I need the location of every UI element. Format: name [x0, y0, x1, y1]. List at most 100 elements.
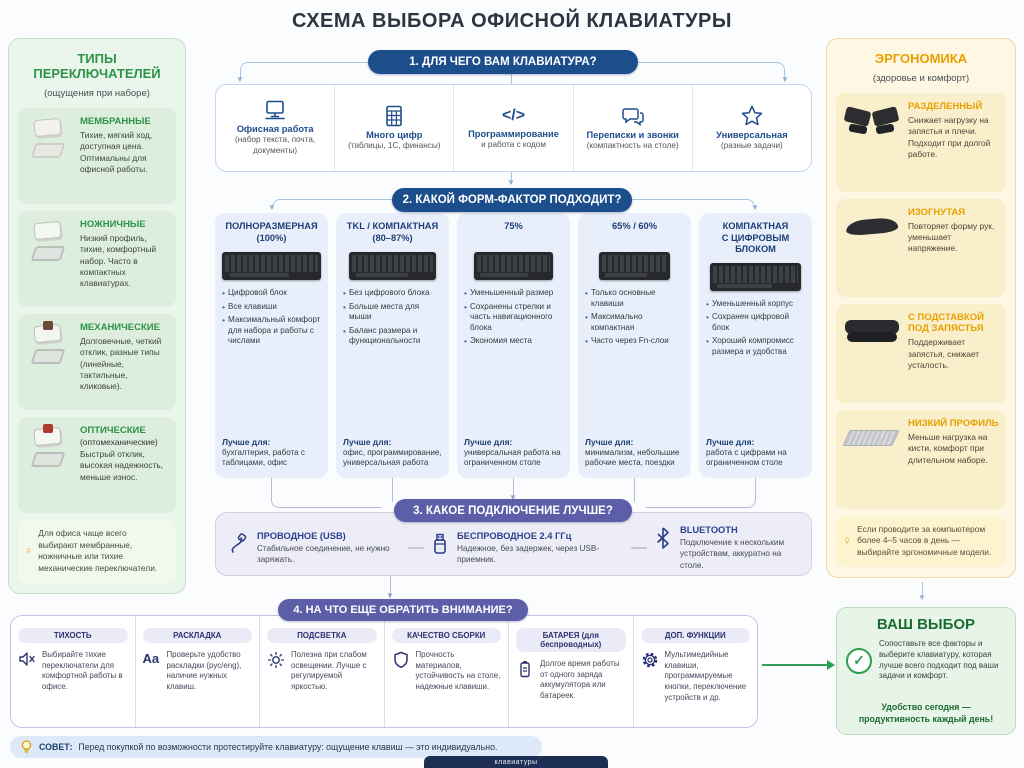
better-for-label: Лучше для: [464, 436, 513, 447]
card-bullet: Максимальный комфорт для набора и работы… [222, 315, 321, 347]
wrist-rest-keyboard-icon [843, 312, 901, 352]
ergo-name: ИЗОГНУТАЯ [908, 206, 966, 218]
card-title: КОМПАКТНАЯ С ЦИФРОВЫМ БЛОКОМ [706, 221, 805, 256]
switch-sub: (оптомеханические) [80, 436, 158, 447]
card-bullet: Сохранен цифровой блок [706, 312, 805, 333]
card-bullet: Больше места для мыши [343, 302, 442, 323]
divider [631, 547, 647, 549]
curved-keyboard-icon [843, 207, 901, 247]
arrow-down-icon: ▼ [918, 593, 926, 602]
ergo-desc: Поддерживает запястья, снижает усталость… [908, 337, 980, 371]
connection-name: БЕСПРОВОДНОЕ 2.4 ГГц [457, 530, 572, 541]
card-title-sub: (100%) [256, 232, 287, 243]
step1-option-programming: </> Программирование и работа с кодом [454, 85, 574, 171]
factor-backlight: ПОДСВЕТКА Полезна при слабом освещении. … [260, 616, 385, 727]
switch-panel-subtitle: (ощущения при наборе) [44, 88, 150, 99]
arrow-down-icon: ▼ [507, 178, 515, 187]
lightbulb-icon [26, 548, 31, 554]
ergo-name: НИЗКИЙ ПРОФИЛЬ [908, 418, 999, 430]
shield-icon [393, 651, 408, 669]
split-keyboard-icon [843, 101, 901, 141]
arrow-right-to-result [762, 660, 835, 670]
card-title-main: ПОЛНОРАЗМЕРНАЯ [225, 221, 318, 231]
optical-switch-icon [25, 423, 73, 473]
factor-desc: Долгое время работы от одного заряда акк… [540, 659, 620, 701]
connection-desc: Надежное, без задержек, через USB-приемн… [457, 543, 600, 564]
card-bullet: Хороший компромисс размера и удобства [706, 336, 805, 357]
formfactor-card-65-60: 65% / 60% Только основные клавиши Максим… [578, 213, 691, 478]
spreadsheet-icon [386, 105, 403, 126]
connection-name: ПРОВОДНОЕ (USB) [257, 530, 346, 541]
better-for-label: Лучше для: [222, 436, 271, 447]
factor-desc: Мультимедийные клавиши, программируемые … [664, 650, 747, 702]
option-sub: (разные задачи) [721, 140, 783, 150]
cable-icon [231, 533, 247, 553]
card-bullet: Уменьшенный корпус [706, 299, 805, 310]
switch-card-mechanical: МЕХАНИЧЕСКИЕ Долговечные, четкий отклик,… [18, 313, 176, 410]
card-bullet: Максимально компактная [585, 312, 684, 333]
factor-name: РАСКЛАДКА [142, 628, 252, 643]
ergonomics-tip: Если проводите за компьютером более 4–5 … [836, 515, 1006, 567]
switch-name: МЕМБРАННЫЕ [80, 116, 151, 127]
ergo-desc: Меньше нагрузка на кисти, комфорт при дл… [908, 432, 988, 465]
connector [634, 478, 635, 502]
option-sub: (набор текста, почта, документы) [235, 135, 316, 155]
factor-build-quality: КАЧЕСТВО СБОРКИ Прочность материалов, ус… [385, 616, 509, 727]
card-bullet: Экономия места [464, 336, 563, 347]
advice-label: СОВЕТ: [39, 742, 73, 752]
your-choice-desc: Сопоставьте все факторы и выберите клави… [879, 639, 999, 681]
formfactor-card-tkl: TKL / КОМПАКТНАЯ (80–87%) Без цифрового … [336, 213, 449, 478]
connection-bluetooth: BLUETOOTH Подключение к нескольким устро… [653, 525, 797, 570]
card-bullet: Все клавиши [222, 302, 321, 313]
connection-name: BLUETOOTH [680, 525, 738, 536]
step3-header: 3. КАКОЕ ПОДКЛЮЧЕНИЕ ЛУЧШЕ? [394, 499, 632, 522]
factor-name: ТИХОСТЬ [18, 628, 128, 643]
factor-quietness: ТИХОСТЬ Выбирайте тихие переключатели дл… [11, 616, 136, 727]
switch-card-optical: ОПТИЧЕСКИЕ (оптомеханические) Быстрый от… [18, 416, 176, 513]
option-label: Много цифр [366, 129, 423, 140]
membrane-switch-icon [25, 116, 73, 164]
factor-name: ПОДСВЕТКА [267, 628, 377, 643]
card-title-main: 65% / 60% [612, 221, 657, 231]
arrow-down-icon: ▼ [509, 493, 517, 502]
connector [638, 62, 785, 78]
chat-icon [621, 107, 644, 126]
step1-option-numbers: Много цифр (таблицы, 1С, финансы) [335, 85, 455, 171]
switch-tip: Для офиса чаще всего выбирают мембранные… [18, 519, 176, 583]
better-for-label: Лучше для: [585, 436, 634, 447]
card-title: ПОЛНОРАЗМЕРНАЯ (100%) [222, 221, 321, 245]
better-for-text: бухгалтерия, работа с таблицами, офис [222, 447, 305, 468]
ergo-desc: Снижает нагрузку на запястья и плечи. По… [908, 115, 991, 160]
switch-types-panel: ТИПЫ ПЕРЕКЛЮЧАТЕЛЕЙ (ощущения при наборе… [8, 38, 186, 594]
option-label: Офисная работа [236, 124, 314, 135]
your-choice-panel: ВАШ ВЫБОР ✓ Сопоставьте все факторы и вы… [836, 607, 1016, 735]
option-sub: (таблицы, 1С, финансы) [348, 140, 441, 150]
connection-desc: Подключение к нескольким устройствам, ак… [680, 538, 785, 570]
factor-extra-functions: ДОП. ФУНКЦИИ Мультимедийные клавиши, про… [634, 616, 758, 727]
step1-option-universal: Универсальная (разные задачи) [693, 85, 811, 171]
card-title-sub: (80–87%) [372, 232, 413, 243]
option-label: Программирование [468, 128, 559, 139]
connection-desc: Стабильное соединение, не нужно заряжать… [257, 543, 390, 564]
ergo-name: С ПОДСТАВКОЙ ПОД ЗАПЯСТЬЯ [908, 312, 984, 335]
factor-desc: Выбирайте тихие переключатели для комфор… [42, 650, 123, 692]
your-choice-tagline: Удобство сегодня — продуктивность каждый… [858, 702, 994, 725]
connector [392, 478, 393, 502]
arrow-down-icon: ▼ [781, 75, 789, 84]
ergo-card-wrist-rest: С ПОДСТАВКОЙ ПОД ЗАПЯСТЬЯ Поддерживает з… [836, 304, 1006, 404]
connector [511, 172, 512, 184]
card-title: 65% / 60% [585, 221, 684, 245]
ergo-card-low-profile: НИЗКИЙ ПРОФИЛЬ Меньше нагрузка на кисти,… [836, 410, 1006, 509]
better-for-label: Лучше для: [706, 436, 755, 447]
better-for-label: Лучше для: [343, 436, 392, 447]
your-choice-title: ВАШ ВЫБОР [876, 616, 976, 633]
tkl-keyboard-image [349, 252, 436, 280]
ergonomics-tip-text: Если проводите за компьютером более 4–5 … [857, 523, 992, 558]
card-bullet: Баланс размера и функциональности [343, 326, 442, 347]
step1-option-office: Офисная работа (набор текста, почта, док… [216, 85, 336, 171]
switch-desc: Низкий профиль, тихие, комфортный набор.… [80, 232, 157, 289]
option-label: Универсальная [716, 129, 788, 140]
factor-battery: БАТАРЕЯ (для беспроводных) Долгое время … [509, 616, 634, 727]
card-bullet: Часто через Fn-слои [585, 336, 684, 347]
switch-card-scissor: НОЖНИЧНЫЕ Низкий профиль, тихие, комфорт… [18, 210, 176, 307]
